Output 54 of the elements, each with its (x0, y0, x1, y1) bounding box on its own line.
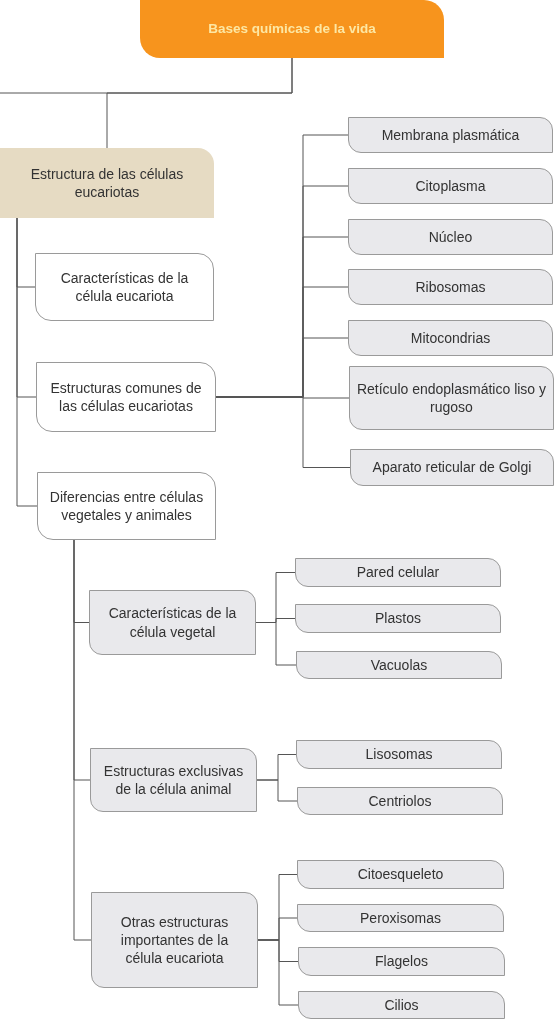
subtopic-box (37, 472, 216, 540)
topic-label: Bases químicas de la vida (208, 20, 376, 38)
main-topic-box (140, 0, 444, 58)
concept-box (348, 168, 553, 204)
topic-label: Estructuras exclusivas de la célula animal (102, 761, 245, 799)
connector-line (215, 396, 351, 468)
concept-box (295, 558, 501, 587)
topic-label: Retículo endoplasmático liso y rugoso (355, 379, 548, 417)
concept-box (348, 320, 553, 356)
subtopic-box (35, 253, 214, 321)
concept-box (296, 740, 502, 769)
concept-box (90, 748, 257, 812)
topic-label: Vacuolas (370, 655, 428, 675)
topic-label: Peroxisomas (360, 908, 441, 928)
concept-box (298, 947, 505, 976)
topic-label: Citoesqueleto (357, 865, 444, 884)
concept-box (350, 449, 554, 486)
concept-box (298, 991, 505, 1019)
topic-label: Características de la célula eucariota (59, 268, 190, 306)
topic-label: Centriolos (368, 791, 432, 811)
concept-box (296, 651, 502, 679)
concept-box (295, 604, 501, 633)
concept-box (297, 904, 504, 932)
topic-label: Características de la célula vegetal (107, 604, 238, 641)
connector-line (16, 217, 38, 507)
topic-label: Mitocondrias (410, 328, 491, 348)
concept-box (297, 860, 504, 889)
connector-line (257, 939, 299, 1006)
concept-box (349, 366, 554, 430)
topic-label: Estructuras comunes de las células eucariotas (49, 378, 203, 416)
concept-box (348, 219, 553, 255)
connector-line (0, 57, 293, 94)
concept-box (89, 590, 256, 655)
concept-box (91, 892, 258, 988)
concept-box (348, 117, 553, 153)
topic-label: Membrana plasmática (381, 125, 520, 145)
topic-label: Diferencias entre células vegetales y animales (48, 487, 205, 525)
connector-line (256, 779, 298, 802)
topic-label: Aparato reticular de Golgi (372, 458, 532, 477)
topic-label: Cilios (384, 995, 419, 1015)
topic-label: Plastos (375, 609, 421, 628)
concept-box (297, 787, 503, 815)
topic-label: Lisosomas (365, 745, 433, 764)
topic-label: Pared celular (356, 563, 440, 582)
topic-label: Flagelos (375, 952, 428, 971)
topic-label: Núcleo (428, 227, 473, 247)
topic-label: Otras estructuras importantes de la célula eucariota (119, 912, 230, 968)
topic-label: Estructura de las células eucariotas (29, 164, 185, 202)
connector-line (73, 539, 92, 941)
subtopic-box (36, 362, 216, 432)
topic-label: Ribosomas (415, 277, 486, 297)
topic-label: Citoplasma (415, 176, 486, 196)
concept-box (348, 269, 553, 305)
section-box (0, 148, 214, 218)
